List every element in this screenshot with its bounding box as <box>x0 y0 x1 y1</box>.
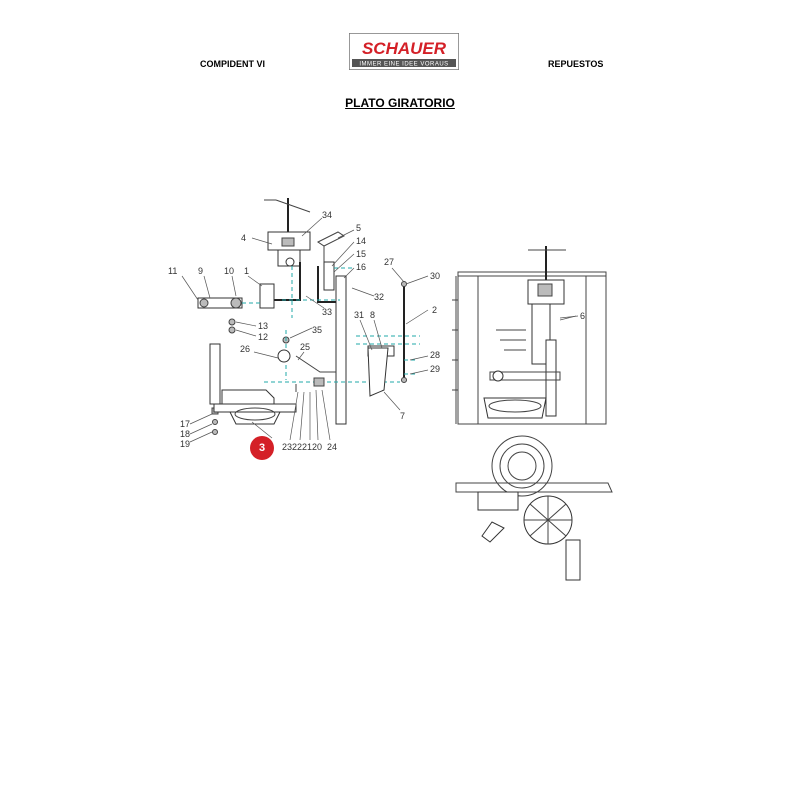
callout-26: 26 <box>240 344 250 354</box>
callout-10: 10 <box>224 266 234 276</box>
callout-27: 27 <box>384 257 394 267</box>
callout-8: 8 <box>370 310 375 320</box>
callout-25: 25 <box>300 342 310 352</box>
callout-numbers: 34 4 5 14 15 16 27 30 11 9 10 1 32 33 2 … <box>168 210 585 452</box>
callout-7: 7 <box>400 411 405 421</box>
callout-22: 22 <box>292 442 302 452</box>
callout-13: 13 <box>258 321 268 331</box>
callout-2: 2 <box>432 305 437 315</box>
callout-11: 11 <box>168 266 177 276</box>
schauer-logo: SCHAUER IMMER EINE IDEE VORAUS <box>349 33 459 70</box>
callout-35: 35 <box>312 325 322 335</box>
assembled-side-view <box>452 246 607 425</box>
callout-29: 29 <box>430 364 440 374</box>
callout-15: 15 <box>356 249 366 259</box>
highlighted-part-marker[interactable]: 3 <box>250 436 274 460</box>
callout-31: 31 <box>354 310 364 320</box>
callout-14: 14 <box>356 236 366 246</box>
callout-28: 28 <box>430 350 440 360</box>
exploded-view <box>197 198 420 435</box>
callout-21: 21 <box>302 442 312 452</box>
document-section-label: COMPIDENT VI <box>200 59 266 69</box>
callout-16: 16 <box>356 262 366 272</box>
callout-23: 23 <box>282 442 292 452</box>
callout-19: 19 <box>180 439 190 449</box>
callout-1: 1 <box>244 266 249 276</box>
callout-12: 12 <box>258 332 268 342</box>
leader-lines <box>181 217 577 443</box>
callout-4: 4 <box>241 233 246 243</box>
document-category-label: REPUESTOS <box>548 59 604 69</box>
callout-24: 24 <box>327 442 337 452</box>
callout-18: 18 <box>180 429 190 439</box>
svg-text:SCHAUER: SCHAUER <box>362 39 447 58</box>
assembled-top-view <box>455 435 613 581</box>
callout-5: 5 <box>356 223 361 233</box>
callout-33: 33 <box>322 307 332 317</box>
callout-30: 30 <box>430 271 440 281</box>
svg-text:IMMER EINE IDEE VORAUS: IMMER EINE IDEE VORAUS <box>359 62 448 68</box>
callout-34: 34 <box>322 210 332 220</box>
callout-9: 9 <box>198 266 203 276</box>
page-title: PLATO GIRATORIO <box>345 96 455 110</box>
callout-6: 6 <box>580 311 585 321</box>
callout-20: 20 <box>312 442 322 452</box>
callout-17: 17 <box>180 419 190 429</box>
callout-32: 32 <box>374 292 384 302</box>
